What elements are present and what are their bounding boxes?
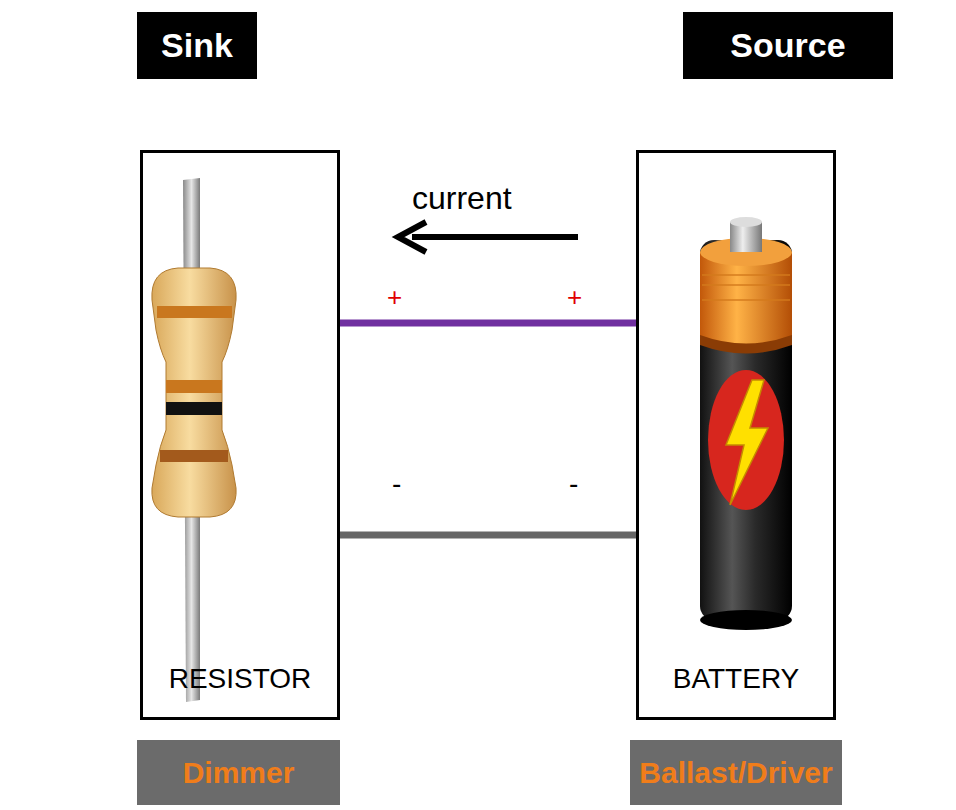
plus-sign: + [567, 282, 582, 313]
node-text: RESISTOR [169, 663, 312, 695]
plus-sign: + [387, 282, 402, 313]
driver-label: Ballast/Driver [630, 740, 842, 805]
node-text: BATTERY [673, 663, 800, 695]
battery-symbol [700, 217, 792, 630]
positive-wire [340, 323, 636, 324]
minus-sign: - [392, 468, 401, 500]
source-label: Source [683, 12, 893, 79]
resistor-box: RESISTOR [140, 150, 340, 720]
negative-wire [340, 535, 636, 536]
node-text: Dimmer [183, 756, 295, 790]
sink-label: Sink [137, 12, 257, 79]
dimmer-label: Dimmer [137, 740, 340, 805]
battery-box: BATTERY [636, 150, 836, 720]
node-text: Ballast/Driver [639, 756, 832, 790]
current-arrow [398, 222, 578, 252]
resistor-symbol [152, 178, 236, 702]
minus-sign: - [569, 468, 578, 500]
node-text: Sink [161, 26, 233, 65]
current-label: current [412, 180, 512, 217]
node-text: Source [730, 26, 845, 65]
